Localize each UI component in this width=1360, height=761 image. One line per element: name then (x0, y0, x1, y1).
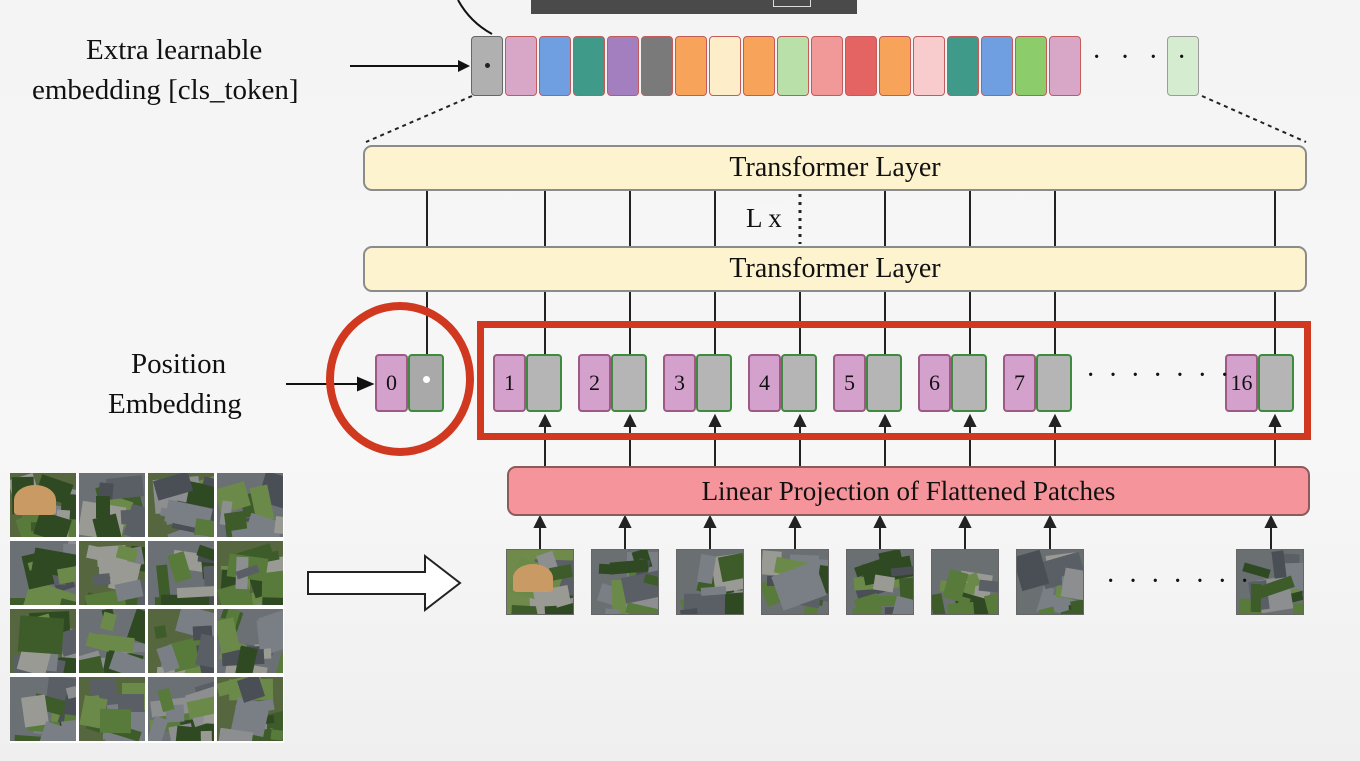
patch-embedding (866, 354, 902, 412)
extra-embedding-label-line2: embedding [cls_token] (32, 74, 299, 106)
position-ellipsis: · · · · · · · (1086, 360, 1233, 391)
embedding-token (709, 36, 741, 96)
embedding-token (573, 36, 605, 96)
embedding-token (879, 36, 911, 96)
embedding-token (981, 36, 1013, 96)
patch-embedding (526, 354, 562, 412)
position-index: 5 (833, 354, 866, 412)
embedding-token (811, 36, 843, 96)
image-patch-thumbnail (676, 549, 744, 615)
position-index: 16 (1225, 354, 1258, 412)
extra-embedding-arrow (350, 60, 470, 72)
image-patch-thumbnail (761, 549, 829, 615)
extra-embedding-label-line1: Extra learnable (86, 34, 263, 66)
repeat-label: L x (742, 203, 786, 234)
patch-embedding (781, 354, 817, 412)
position-index: 2 (578, 354, 611, 412)
token-ellipsis: · · · · (1092, 42, 1193, 73)
grid-image-patch (217, 677, 283, 741)
grid-image-patch (10, 473, 76, 537)
embedding-token (1167, 36, 1199, 96)
patch-ellipsis: · · · · · · · (1106, 566, 1253, 597)
embedding-token (539, 36, 571, 96)
embedding-token (1049, 36, 1081, 96)
embedding-token (1015, 36, 1047, 96)
grid-image-patch (217, 541, 283, 605)
patch-embedding (951, 354, 987, 412)
grid-image-patch (148, 609, 214, 673)
image-patch-thumbnail (591, 549, 659, 615)
image-patch-thumbnail (1236, 549, 1304, 615)
image-patch-thumbnail (1016, 549, 1084, 615)
position-index: 4 (748, 354, 781, 412)
cls-highlight-circle (326, 302, 474, 456)
grid-image-patch (10, 541, 76, 605)
position-index: 7 (1003, 354, 1036, 412)
embedding-token (641, 36, 673, 96)
position-index: 6 (918, 354, 951, 412)
grid-image-patch (79, 541, 145, 605)
position-label-line2: Embedding (108, 388, 242, 420)
grid-image-patch (10, 609, 76, 673)
embedding-token (777, 36, 809, 96)
grid-image-patch (10, 677, 76, 741)
transformer-layer-top: Transformer Layer (363, 145, 1307, 191)
cls-token (471, 36, 503, 96)
patch-embedding (1036, 354, 1072, 412)
top-overlay-bar (531, 0, 857, 14)
patch-embedding (1258, 354, 1294, 412)
image-patch-grid (10, 473, 284, 743)
position-index: 1 (493, 354, 526, 412)
patch-embedding (696, 354, 732, 412)
embedding-token (913, 36, 945, 96)
position-index: 3 (663, 354, 696, 412)
embedding-token (505, 36, 537, 96)
image-patch-thumbnail (931, 549, 999, 615)
image-patch-thumbnail (506, 549, 574, 615)
embedding-token (607, 36, 639, 96)
overlay-control[interactable] (773, 0, 811, 7)
patch-embedding-highlight (477, 321, 1311, 440)
grid-image-patch (79, 609, 145, 673)
image-patch-thumbnail (846, 549, 914, 615)
zoom-lines (365, 95, 1307, 143)
linear-projection-box: Linear Projection of Flattened Patches (507, 466, 1310, 516)
grid-image-patch (148, 473, 214, 537)
grid-image-patch (217, 609, 283, 673)
patch-embedding (611, 354, 647, 412)
embedding-token (675, 36, 707, 96)
top-curve (457, 0, 493, 35)
grid-image-patch (79, 677, 145, 741)
grid-image-patch (148, 677, 214, 741)
embedding-token (845, 36, 877, 96)
transformer-layer-bottom: Transformer Layer (363, 246, 1307, 292)
position-label-line1: Position (131, 348, 227, 380)
embedding-token (743, 36, 775, 96)
grid-image-patch (79, 473, 145, 537)
grid-image-patch (148, 541, 214, 605)
grid-image-patch (217, 473, 283, 537)
embedding-token (947, 36, 979, 96)
